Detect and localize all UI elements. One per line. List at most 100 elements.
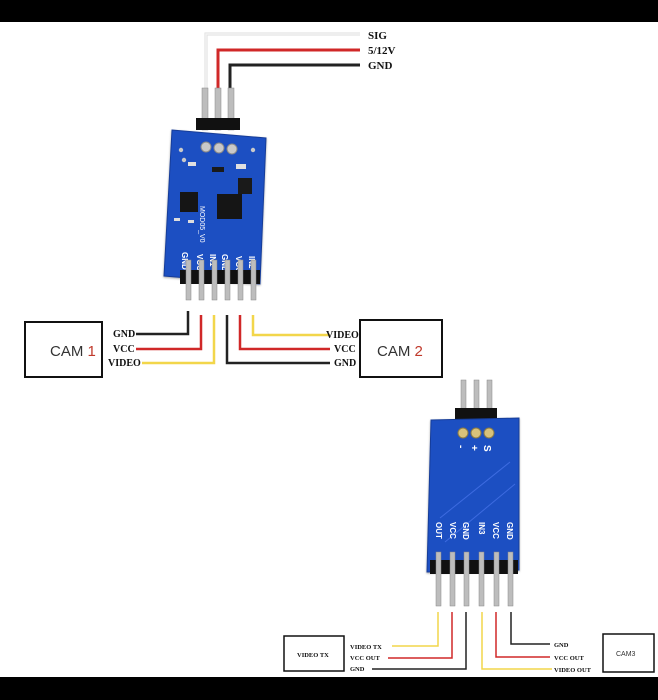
board1-wires	[136, 311, 330, 365]
cam2-gnd-label: GND	[334, 358, 356, 369]
tx-vcc-wire	[388, 612, 453, 659]
tx-video-wire	[392, 612, 439, 647]
cam2-group: CAM 2 VIDEO VCC GND	[326, 319, 443, 378]
pad	[483, 427, 495, 439]
cam1-group: CAM 1 GND VCC VIDEO	[24, 321, 141, 378]
pcb-trace	[439, 461, 516, 543]
video-tx-gnd-label: GND	[350, 666, 365, 673]
header-plastic-bottom-2	[430, 560, 518, 574]
pin-vcc-4: VCC	[491, 522, 500, 539]
switch-board-1: MOD05_V0 GND VCC IN1 GND VCC IN2	[163, 87, 267, 301]
pin-gnd-2: GND	[220, 254, 229, 272]
cam1-video-label: VIDEO	[108, 358, 141, 369]
header-plastic	[196, 118, 240, 130]
header-pin	[478, 551, 485, 607]
sig-wire-core	[205, 33, 360, 102]
ic-chip-main	[217, 194, 242, 219]
board2-wires	[372, 612, 552, 670]
wiring-diagram: SIG 5/12V GND MOD05_V0 GND VCC IN1 G	[24, 30, 655, 674]
board2-header-labels: S + -	[455, 445, 492, 452]
smd-part	[174, 218, 180, 221]
regulator-chip	[238, 178, 252, 194]
cam2-video-wire	[251, 315, 330, 337]
cam2-gnd-wire	[225, 315, 330, 365]
header-s-label: S	[481, 445, 492, 452]
ic-chip-left	[180, 192, 198, 212]
cam2-vcc-label: VCC	[334, 344, 356, 355]
video-tx-video-label: VIDEO TX	[350, 644, 382, 651]
cam3-video-label: VIDEO OUT	[554, 667, 592, 674]
header-pin	[493, 551, 500, 607]
pad	[213, 142, 225, 154]
gnd-wire-top	[228, 63, 360, 102]
cam1-title: CAM 1	[50, 343, 96, 360]
cam2-box	[359, 319, 443, 378]
pad	[226, 143, 238, 155]
smd-part	[188, 220, 194, 223]
pin-out: OUT	[434, 522, 443, 539]
cam2-title: CAM 2	[377, 343, 423, 360]
header-pin	[211, 259, 218, 301]
video-tx-vcc-label: VCC OUT	[350, 655, 380, 662]
cam3-video-wire	[481, 612, 552, 670]
cam3-box	[602, 633, 655, 673]
cam1-gnd-label: GND	[113, 329, 135, 340]
cam3-gnd-wire	[510, 612, 550, 645]
pin-vcc-3: VCC	[448, 522, 457, 539]
cam3-title: CAM3	[616, 651, 636, 658]
header-pin	[507, 551, 514, 607]
pin-gnd-3: GND	[461, 522, 470, 540]
power-wire	[216, 48, 360, 102]
smd-part	[188, 162, 196, 166]
cam1-video-wire	[142, 315, 216, 365]
cam2-vcc-wire	[238, 315, 330, 351]
pin-gnd-4: GND	[505, 522, 514, 540]
cam3-vcc-wire	[495, 612, 550, 658]
cam2-prefix: CAM	[377, 343, 415, 360]
pcb-board-2	[426, 417, 520, 573]
cam2-number: 2	[415, 343, 423, 360]
sig-label: SIG	[368, 30, 387, 42]
header-pin	[250, 259, 257, 301]
header-pin	[449, 551, 456, 607]
header-pin	[224, 259, 231, 301]
video-tx-title: VIDEO TX	[297, 652, 329, 659]
top-wires: SIG 5/12V GND	[204, 30, 396, 102]
header-minus-label: -	[455, 445, 466, 448]
cam1-prefix: CAM	[50, 343, 88, 360]
cam1-box	[24, 321, 103, 378]
pad	[457, 427, 469, 439]
header-pin	[185, 259, 192, 301]
power-label: 5/12V	[368, 45, 396, 57]
pad	[470, 427, 482, 439]
board-silkscreen: MOD05_V0	[198, 206, 205, 243]
cam1-vcc-label: VCC	[113, 344, 135, 355]
pad	[200, 141, 212, 153]
switch-board-2: S + - OUT VCC GND IN3 VCC GND	[426, 379, 520, 607]
header-pin	[198, 259, 205, 301]
video-tx-box	[283, 635, 345, 672]
via	[250, 147, 256, 153]
header-pin	[435, 551, 442, 607]
pin-gnd-1: GND	[180, 252, 189, 270]
bottom-pins-2	[435, 551, 514, 607]
board2-pin-labels: OUT VCC GND IN3 VCC GND	[434, 522, 514, 540]
cam1-number: 1	[88, 343, 96, 360]
cam1-vcc-wire	[136, 315, 203, 351]
pin-in3: IN3	[477, 522, 486, 535]
via	[178, 147, 184, 153]
header-plastic-bottom	[180, 270, 260, 284]
cam3-vcc-label: VCC OUT	[554, 655, 584, 662]
header-plus-label: +	[468, 445, 479, 451]
diagram-canvas: SIG 5/12V GND MOD05_V0 GND VCC IN1 G	[0, 22, 658, 677]
tx-gnd-wire	[372, 612, 467, 670]
cam3-group: CAM3 GND VCC OUT VIDEO OUT	[554, 633, 655, 674]
via	[181, 157, 187, 163]
cam2-video-label: VIDEO	[326, 330, 359, 341]
header-pin	[463, 551, 470, 607]
bottom-pins-1	[185, 259, 257, 301]
gnd-label-top: GND	[368, 60, 393, 72]
smd-part	[212, 167, 224, 172]
cam1-gnd-wire	[136, 311, 190, 336]
cam3-gnd-label: GND	[554, 642, 569, 649]
